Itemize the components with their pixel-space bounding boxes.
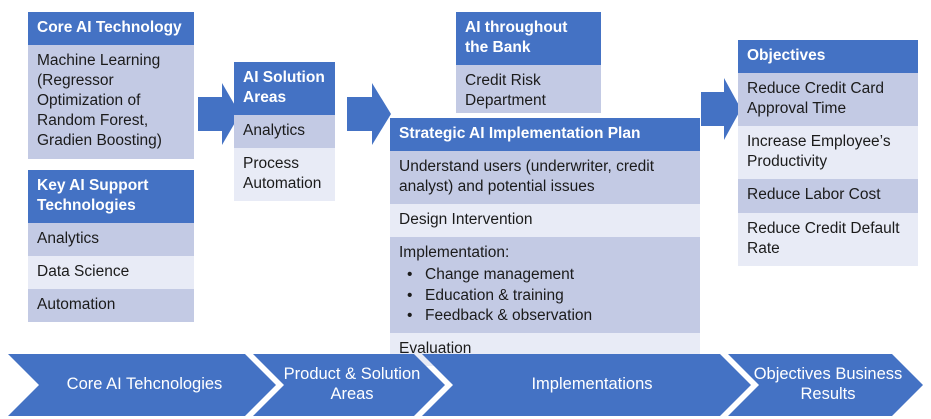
card-strategic-ai-implementation-plan-row-implementation: Implementation: Change management Educat… (390, 237, 700, 333)
arrow-plan-to-objectives-icon (701, 78, 741, 140)
card-strategic-ai-implementation-plan: Strategic AI Implementation Plan Underst… (390, 118, 700, 366)
implementation-bullet-list: Change management Education & training F… (399, 265, 691, 326)
implementation-bullet-0: Change management (403, 265, 691, 285)
card-strategic-ai-implementation-plan-header: Strategic AI Implementation Plan (390, 118, 700, 151)
card-key-ai-support-technologies-header: Key AI Support Technologies (28, 170, 194, 223)
chevron-step-3-shape (728, 354, 923, 416)
arrow-solution-to-plan-icon (347, 83, 391, 145)
card-ai-solution-areas-row-1: Process Automation (234, 147, 335, 202)
card-key-ai-support-technologies-row-0: Analytics (28, 222, 194, 256)
card-core-ai-technology: Core AI Technology Machine Learning (Reg… (28, 12, 194, 159)
chevron-step-0-shape (8, 354, 276, 416)
chevron-step-1-shape (253, 354, 445, 416)
card-key-ai-support-technologies-row-1: Data Science (28, 255, 194, 289)
process-chevron-bar: Core AI Tehcnologies Product & Solution … (0, 354, 931, 416)
card-objectives: Objectives Reduce Credit Card Approval T… (738, 40, 918, 266)
card-ai-solution-areas-row-0: Analytics (234, 114, 335, 148)
card-objectives-row-1: Increase Employee’s Productivity (738, 126, 918, 180)
card-key-ai-support-technologies: Key AI Support Technologies Analytics Da… (28, 170, 194, 323)
card-ai-solution-areas-header: AI Solution Areas (234, 62, 335, 115)
implementation-bullet-1: Education & training (403, 286, 691, 306)
card-ai-throughout-the-bank-header: AI throughout the Bank (456, 12, 601, 65)
card-objectives-header: Objectives (738, 40, 918, 73)
card-ai-solution-areas: AI Solution Areas Analytics Process Auto… (234, 62, 335, 202)
card-key-ai-support-technologies-row-2: Automation (28, 288, 194, 323)
chevron-step-2-label: Implementations (531, 375, 653, 393)
card-ai-throughout-the-bank: AI throughout the Bank Credit Risk Depar… (456, 12, 601, 113)
chevron-step-1-label: Product & Solution Areas (283, 365, 421, 404)
card-ai-throughout-the-bank-row-0: Credit Risk Department (456, 64, 601, 113)
implementation-bullet-2: Feedback & observation (403, 306, 691, 326)
card-objectives-row-3: Reduce Credit Default Rate (738, 212, 918, 266)
card-objectives-row-0: Reduce Credit Card Approval Time (738, 72, 918, 127)
card-core-ai-technology-row-0: Machine Learning (Regressor Optimization… (28, 44, 194, 159)
card-objectives-row-2: Reduce Labor Cost (738, 179, 918, 213)
arrow-core-to-solution-icon (198, 83, 240, 145)
card-core-ai-technology-header: Core AI Technology (28, 12, 194, 45)
card-strategic-ai-implementation-plan-row-0: Understand users (underwriter, credit an… (390, 150, 700, 205)
card-strategic-ai-implementation-plan-row-1: Design Intervention (390, 204, 700, 238)
chevron-step-3-label: Objectives Business Results (753, 365, 903, 404)
chevron-step-2-shape (422, 354, 751, 416)
implementation-title: Implementation: (399, 244, 510, 262)
chevron-step-0-label: Core AI Tehcnologies (66, 375, 223, 393)
